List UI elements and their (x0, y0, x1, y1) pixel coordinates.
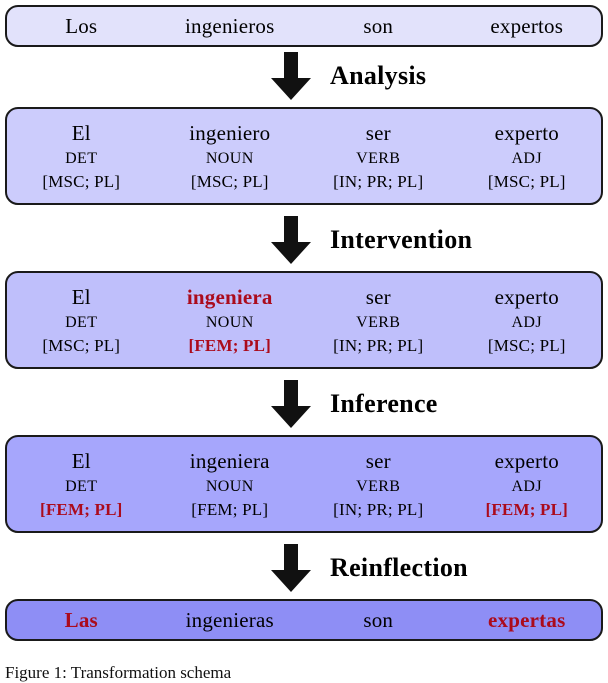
token-row: El DET [FEM; PL] ingeniera NOUN [FEM; PL… (7, 448, 602, 519)
down-arrow-icon (268, 214, 314, 266)
token-surface: son (363, 607, 394, 632)
token-feats: [IN; PR; PL] (333, 499, 424, 519)
token-lemma: ingeniera (189, 448, 270, 473)
token-cell: ingeniera NOUN [FEM; PL] (156, 284, 305, 355)
token-surface: ingenieras (185, 607, 274, 632)
token-feats: [MSC; PL] (42, 335, 121, 355)
token-feats: [FEM; PL] (485, 499, 569, 519)
stage-label: Reinflection (330, 553, 468, 582)
token-surface: expertas (488, 607, 566, 632)
token-feats: [IN; PR; PL] (333, 335, 424, 355)
token-feats: [FEM; PL] (39, 499, 123, 519)
intervention-box: El DET [MSC; PL] ingeniera NOUN [FEM; PL… (5, 271, 603, 369)
token-surface: Las (64, 607, 98, 632)
token-row: Los ingenieros son expertos (7, 13, 602, 38)
token-surface: expertos (490, 13, 564, 38)
token-feats: [MSC; PL] (487, 171, 566, 191)
token-cell: ser VERB [IN; PR; PL] (304, 448, 453, 519)
token-surface: ingenieros (185, 13, 275, 38)
down-arrow-icon (268, 378, 314, 430)
stage-analysis: Analysis (0, 50, 608, 102)
stage-intervention: Intervention (0, 214, 608, 266)
token-surface: son (363, 13, 394, 38)
token-lemma: El (71, 448, 91, 473)
token-pos: NOUN (205, 313, 254, 331)
token-pos: NOUN (205, 477, 254, 495)
token-lemma: El (71, 284, 91, 309)
token-cell: ser VERB [IN; PR; PL] (304, 284, 453, 355)
token-cell: ingenieras (156, 607, 305, 632)
token-pos: ADJ (511, 477, 543, 495)
token-pos: VERB (356, 149, 401, 167)
token-lemma: El (71, 120, 91, 145)
token-cell: ser VERB [IN; PR; PL] (304, 120, 453, 191)
token-cell: expertas (453, 607, 602, 632)
stage-inference: Inference (0, 378, 608, 430)
stage-label: Intervention (330, 225, 473, 254)
token-cell: ingeniera NOUN [FEM; PL] (156, 448, 305, 519)
output-sentence-box: Las ingenieras son expertas (5, 599, 603, 641)
token-pos: ADJ (511, 149, 543, 167)
token-lemma: ser (365, 448, 391, 473)
token-cell: ingeniero NOUN [MSC; PL] (156, 120, 305, 191)
inference-box: El DET [FEM; PL] ingeniera NOUN [FEM; PL… (5, 435, 603, 533)
token-lemma: experto (494, 448, 559, 473)
analysis-box: El DET [MSC; PL] ingeniero NOUN [MSC; PL… (5, 107, 603, 205)
token-pos: VERB (356, 313, 401, 331)
token-pos: NOUN (205, 149, 254, 167)
down-arrow-icon (268, 542, 314, 594)
token-pos: ADJ (511, 313, 543, 331)
down-arrow-icon (268, 50, 314, 102)
token-cell: El DET [MSC; PL] (7, 284, 156, 355)
token-pos: VERB (356, 477, 401, 495)
token-cell: experto ADJ [MSC; PL] (453, 120, 602, 191)
stage-label: Inference (330, 389, 438, 418)
token-lemma: ser (365, 284, 391, 309)
token-cell: expertos (453, 13, 602, 38)
token-feats: [MSC; PL] (487, 335, 566, 355)
token-pos: DET (65, 477, 98, 495)
token-cell: experto ADJ [MSC; PL] (453, 284, 602, 355)
token-feats: [FEM; PL] (191, 499, 269, 519)
token-row: El DET [MSC; PL] ingeniero NOUN [MSC; PL… (7, 120, 602, 191)
token-feats: [IN; PR; PL] (333, 171, 424, 191)
figure-caption: Figure 1: Transformation schema (5, 663, 232, 682)
token-lemma: ingeniera (186, 284, 273, 309)
token-cell: son (304, 13, 453, 38)
token-lemma: ser (365, 120, 391, 145)
token-pos: DET (65, 313, 98, 331)
token-cell: ingenieros (156, 13, 305, 38)
token-cell: El DET [MSC; PL] (7, 120, 156, 191)
token-cell: Los (7, 13, 156, 38)
token-cell: El DET [FEM; PL] (7, 448, 156, 519)
token-row: Las ingenieras son expertas (7, 607, 602, 632)
token-feats: [FEM; PL] (188, 335, 272, 355)
token-surface: Los (65, 13, 98, 38)
token-cell: son (304, 607, 453, 632)
token-cell: Las (7, 607, 156, 632)
stage-reinflection: Reinflection (0, 542, 608, 594)
token-feats: [MSC; PL] (42, 171, 121, 191)
token-row: El DET [MSC; PL] ingeniera NOUN [FEM; PL… (7, 284, 602, 355)
stage-label: Analysis (330, 61, 427, 90)
token-lemma: ingeniero (189, 120, 271, 145)
input-sentence-box: Los ingenieros son expertos (5, 5, 603, 47)
token-cell: experto ADJ [FEM; PL] (453, 448, 602, 519)
token-feats: [MSC; PL] (190, 171, 269, 191)
token-pos: DET (65, 149, 98, 167)
token-lemma: experto (494, 120, 559, 145)
token-lemma: experto (494, 284, 559, 309)
